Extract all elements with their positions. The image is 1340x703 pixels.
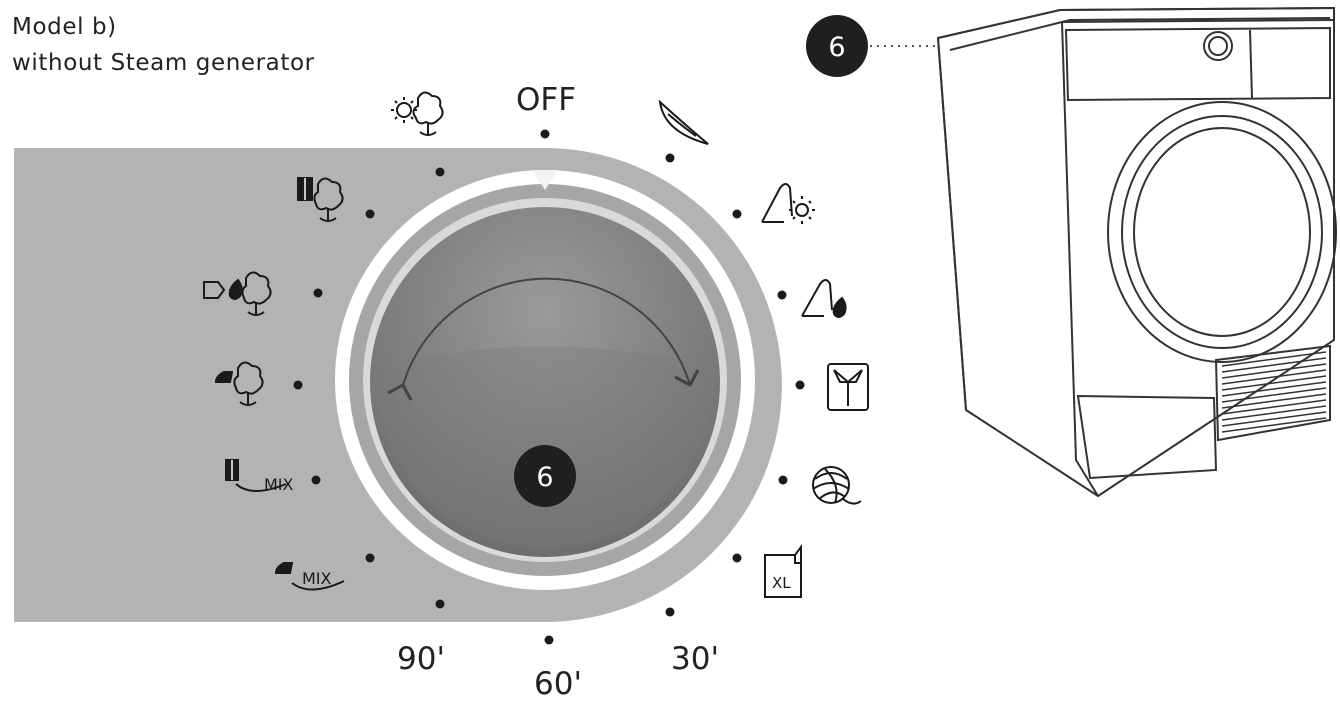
cotton-eco-icon (391, 91, 444, 136)
mix-label-2: MIX (302, 569, 332, 588)
mixed-iron-icon (274, 562, 345, 591)
synthetics-cupboard-icon (801, 279, 847, 318)
cotton-cupboard-dry-icon (297, 177, 344, 222)
delicates-icon (658, 99, 709, 145)
title-line-2: without Steam generator (12, 50, 315, 76)
label-60-min: 60' (534, 666, 582, 702)
label-30-min: 30' (671, 641, 719, 677)
position-dots (293, 129, 805, 645)
title-line-1: Model b) (12, 14, 117, 40)
cotton-iron-dry-icon (214, 361, 264, 406)
machine-callout-badge (806, 15, 868, 77)
dryer-appliance-illustration (936, 6, 1337, 498)
programme-dial[interactable]: 6 (335, 170, 755, 590)
dryer-programme-knob (1203, 31, 1233, 61)
synthetics-extra-dry-icon (761, 183, 815, 224)
label-90-min: 90' (397, 641, 445, 677)
xl-label: XL (772, 574, 791, 592)
dial-pointer-icon (532, 170, 558, 190)
rotation-arrow-icon (387, 277, 700, 401)
dial-callout-number: 6 (536, 462, 553, 493)
mix-label-1: MIX (264, 475, 294, 494)
cotton-extra-dry-icon (203, 271, 272, 316)
mixed-cupboard-icon (225, 459, 287, 492)
shirts-icon (827, 363, 869, 411)
wool-icon (812, 466, 862, 505)
dryer-door (1107, 101, 1337, 363)
dial-callout-badge (514, 445, 576, 507)
label-off: OFF (516, 82, 576, 118)
machine-callout-number: 6 (828, 32, 845, 63)
xl-bedding-icon (764, 544, 802, 598)
